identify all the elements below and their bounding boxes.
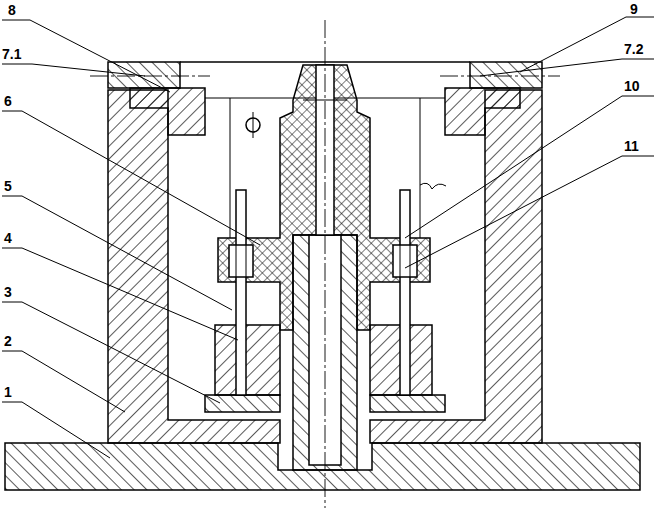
callout-number: 2 [4,333,12,349]
callout-number: 5 [4,178,12,194]
callout-number: 8 [8,2,16,18]
callout-number: 6 [4,93,12,109]
plate-right [370,395,445,412]
bolt-right [400,190,410,395]
inner-ring-right [445,88,520,135]
callout-number: 7.2 [624,41,643,57]
guide-line [230,98,231,238]
guide-line [420,98,421,238]
callout-number: 1 [4,384,12,400]
callout-number: 3 [4,284,12,300]
housing-right [370,90,542,443]
callout-number: 7.1 [2,46,21,62]
leader-lines [2,17,654,458]
nut-right [393,245,417,277]
tip-edge [303,100,347,101]
center-lines [90,20,560,508]
parts [5,62,640,490]
nut-left [229,245,253,277]
inner-ring-left [130,88,205,135]
callout-number: 11 [624,138,639,154]
callout-number: 4 [4,230,12,246]
callout-number: 10 [624,78,640,94]
callout-number: 9 [630,1,638,17]
break-line [420,183,446,189]
symbol-line [253,112,254,138]
block-left [215,325,280,395]
plate-left [205,395,280,412]
bolt-left [236,190,246,395]
polymer-part [218,65,430,330]
